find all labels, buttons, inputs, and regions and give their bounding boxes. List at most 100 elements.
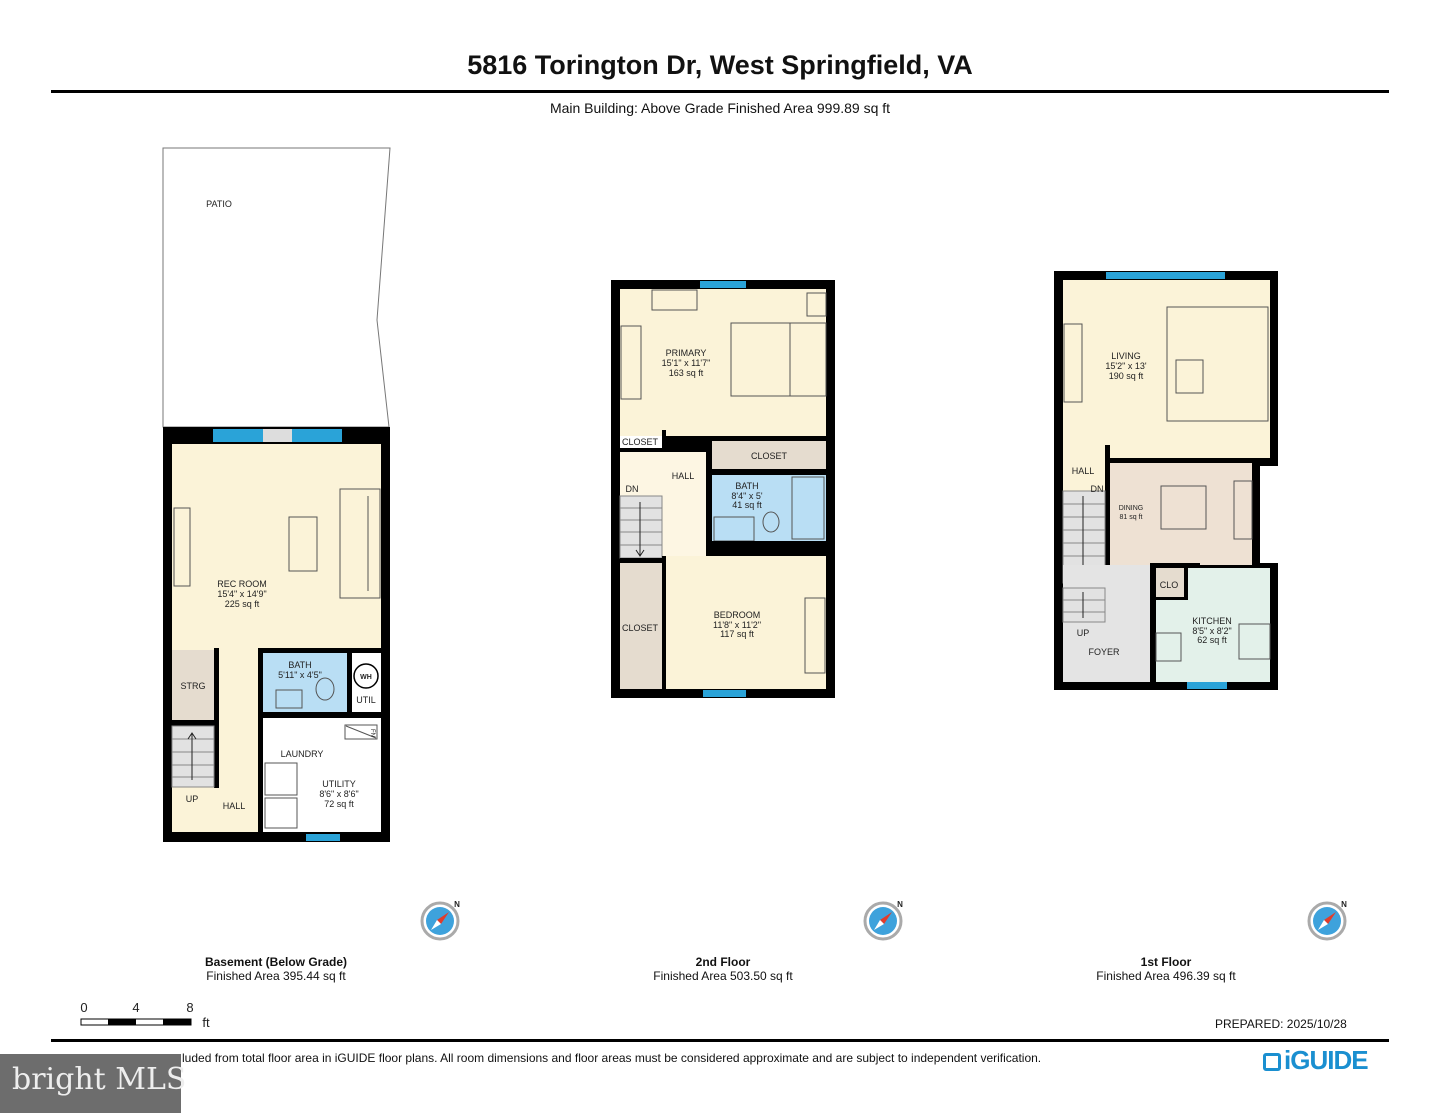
page-title: 5816 Torington Dr, West Springfield, VA (467, 50, 973, 80)
water-heater (353, 663, 379, 689)
coffee-table (288, 516, 318, 572)
stairs-down (619, 495, 663, 559)
scale-bar: 0 4 8 ft (80, 1000, 210, 1030)
window (306, 834, 340, 841)
svg-text:0: 0 (80, 1000, 87, 1015)
toilet (315, 677, 335, 701)
window (213, 429, 263, 442)
kitchen-area: 62 sq ft (1197, 635, 1227, 645)
toilet (762, 511, 780, 533)
closet-big (712, 441, 826, 469)
svg-text:ft: ft (202, 1015, 210, 1030)
svg-text:4: 4 (132, 1000, 139, 1015)
svg-text:8: 8 (186, 1000, 193, 1015)
closet-small-label: CLOSET (622, 437, 659, 447)
iguide-icon (1263, 1053, 1281, 1071)
hall-label: HALL (1072, 466, 1095, 476)
bright-mls-watermark: bright MLS (0, 1054, 186, 1113)
storage (172, 650, 214, 720)
bedroom-area: 117 sq ft (720, 629, 754, 639)
strg-label: STRG (180, 681, 205, 691)
window (292, 429, 342, 442)
rec-room-dims: 15'4" x 14'9" (217, 589, 266, 599)
dining-table (1160, 485, 1207, 530)
bath-dims: 5'11" x 4'5" (278, 670, 322, 680)
sink (1155, 632, 1182, 662)
range (1238, 623, 1271, 660)
basement-caption: Basement (Below Grade) Finished Area 395… (176, 955, 376, 983)
primary-label: PRIMARY (666, 348, 707, 358)
iguide-brand: iGUIDE (1284, 1045, 1369, 1075)
svg-text:N: N (897, 900, 903, 909)
bath-2 (712, 475, 826, 541)
living-dims: 15'2" x 13' (1105, 361, 1146, 371)
sideboard (1233, 480, 1253, 540)
basement-caption-area: Finished Area 395.44 sq ft (206, 969, 346, 983)
washer (264, 762, 298, 796)
compass-icon: N (863, 900, 903, 941)
primary-area: 163 sq ft (669, 368, 704, 378)
rec-room-label: REC ROOM (217, 579, 267, 589)
first-floor-plan: LIVING 15'2" x 13' 190 sq ft HALL DN DIN… (1054, 271, 1278, 690)
svg-text:N: N (1341, 900, 1347, 909)
bath-area: 41 sq ft (732, 500, 762, 510)
laundry-label: LAUNDRY (281, 749, 324, 759)
util-label: UTIL (356, 695, 376, 705)
clo (1156, 568, 1184, 597)
title-rule (51, 90, 1389, 93)
compass-icon: N (1307, 900, 1347, 941)
dresser (804, 597, 826, 674)
utility-dims: 8'6" x 8'6" (319, 789, 358, 799)
utility-area: 72 sq ft (324, 799, 354, 809)
living-label: LIVING (1111, 351, 1141, 361)
basement-plan: PATIO FN REC ROOM 15'4 (162, 147, 391, 842)
hall (1063, 447, 1105, 495)
first-floor-caption-title: 1st Floor (1140, 955, 1192, 969)
bedroom (666, 556, 826, 689)
utility-label: UTILITY (322, 779, 356, 789)
tv-console (1063, 323, 1083, 403)
prepared-date: PREPARED: 2025/10/28 (1215, 1017, 1347, 1031)
bath-dims: 8'4" x 5' (731, 491, 762, 501)
basement-caption-title: Basement (Below Grade) (204, 955, 348, 969)
door-opening (263, 429, 292, 442)
closet-left (620, 563, 662, 689)
bed (730, 322, 827, 397)
foyer-label: FOYER (1088, 647, 1120, 657)
disclaimer: luded from total floor area in iGUIDE fl… (182, 1051, 1042, 1065)
bedroom-dims: 11'8" x 11'2" (713, 620, 761, 630)
sink (275, 689, 303, 709)
watermark-text: bright MLS (12, 1062, 187, 1097)
wh-label: WH (360, 674, 372, 681)
utility-room (263, 718, 381, 832)
dresser (620, 325, 642, 400)
second-floor-caption-title: 2nd Floor (695, 955, 751, 969)
dn-label: DN (1091, 484, 1104, 494)
bath-label: BATH (735, 481, 758, 491)
page-subtitle: Main Building: Above Grade Finished Area… (549, 100, 891, 116)
closet-small (620, 436, 662, 448)
kitchen-label: KITCHEN (1192, 616, 1232, 626)
iguide-logo: iGUIDE (1263, 1045, 1369, 1076)
up-label: UP (1077, 628, 1090, 638)
coffee-table (1175, 359, 1204, 394)
rec-room-area: 225 sq ft (225, 599, 260, 609)
first-floor-caption-area: Finished Area 496.39 sq ft (1096, 969, 1236, 983)
clo-label: CLO (1160, 580, 1179, 590)
hall-label: HALL (223, 801, 246, 811)
hall-label: HALL (672, 471, 695, 481)
bath-room (263, 653, 347, 712)
footer-rule (51, 1039, 1389, 1042)
furnace-label: FN (369, 729, 375, 737)
tv-console (173, 507, 191, 587)
dining-area: 81 sq ft (1120, 514, 1143, 521)
dryer (264, 797, 298, 829)
stairs-up (1062, 587, 1106, 623)
patio (162, 147, 391, 428)
sofa (339, 488, 381, 599)
dn-label: DN (626, 484, 639, 494)
kitchen (1188, 568, 1270, 600)
bedroom-label: BEDROOM (714, 610, 761, 620)
bath-label: BATH (288, 660, 311, 670)
